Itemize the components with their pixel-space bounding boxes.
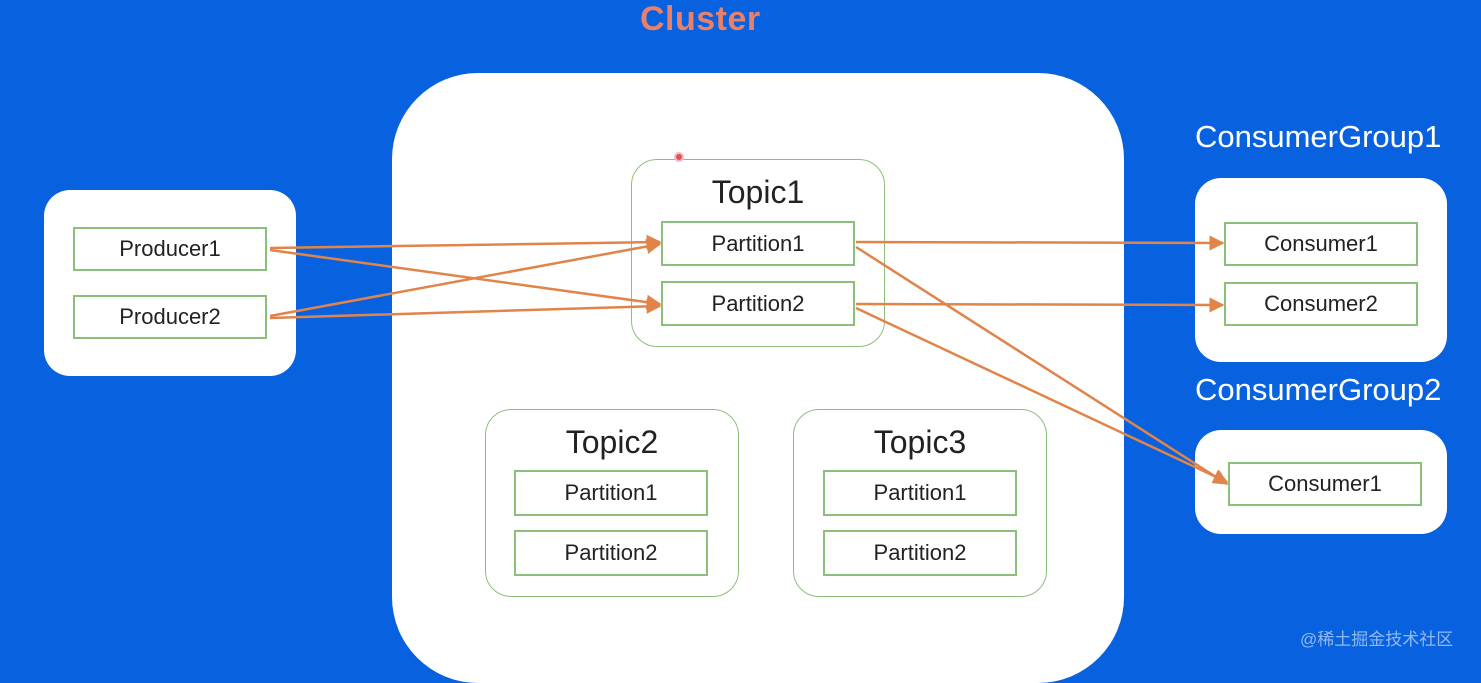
watermark: @稀土掘金技术社区 bbox=[1300, 630, 1454, 649]
topic-1-partition-1: Partition1 bbox=[661, 221, 855, 266]
topic-1-title: Topic1 bbox=[711, 174, 805, 210]
topic-3-partition-1: Partition1 bbox=[823, 470, 1017, 516]
consumer-group-1-consumer-2: Consumer2 bbox=[1224, 282, 1418, 326]
topic-3-partition-2: Partition2 bbox=[823, 530, 1017, 576]
cluster-title: Cluster bbox=[640, 0, 761, 38]
consumer-group-1-label: ConsumerGroup1 bbox=[1195, 119, 1442, 154]
consumer-group-1-consumer-1: Consumer1 bbox=[1224, 222, 1418, 266]
producer-1-box: Producer1 bbox=[73, 227, 267, 271]
diagram-canvas: Cluster Producer1 Producer2 Topic1 Parti… bbox=[44, 0, 1454, 683]
topic-2-partition-2: Partition2 bbox=[514, 530, 708, 576]
topic-2-partition-1: Partition1 bbox=[514, 470, 708, 516]
topic-1-partition-2: Partition2 bbox=[661, 281, 855, 326]
topic-2-title: Topic2 bbox=[565, 424, 659, 460]
consumer-group-2-consumer-1: Consumer1 bbox=[1228, 462, 1422, 506]
consumer-group-1-panel bbox=[1195, 178, 1447, 362]
topic-3-title: Topic3 bbox=[873, 424, 967, 460]
consumer-group-2-label: ConsumerGroup2 bbox=[1195, 372, 1442, 407]
producers-panel bbox=[44, 190, 296, 376]
producer-2-box: Producer2 bbox=[73, 295, 267, 339]
